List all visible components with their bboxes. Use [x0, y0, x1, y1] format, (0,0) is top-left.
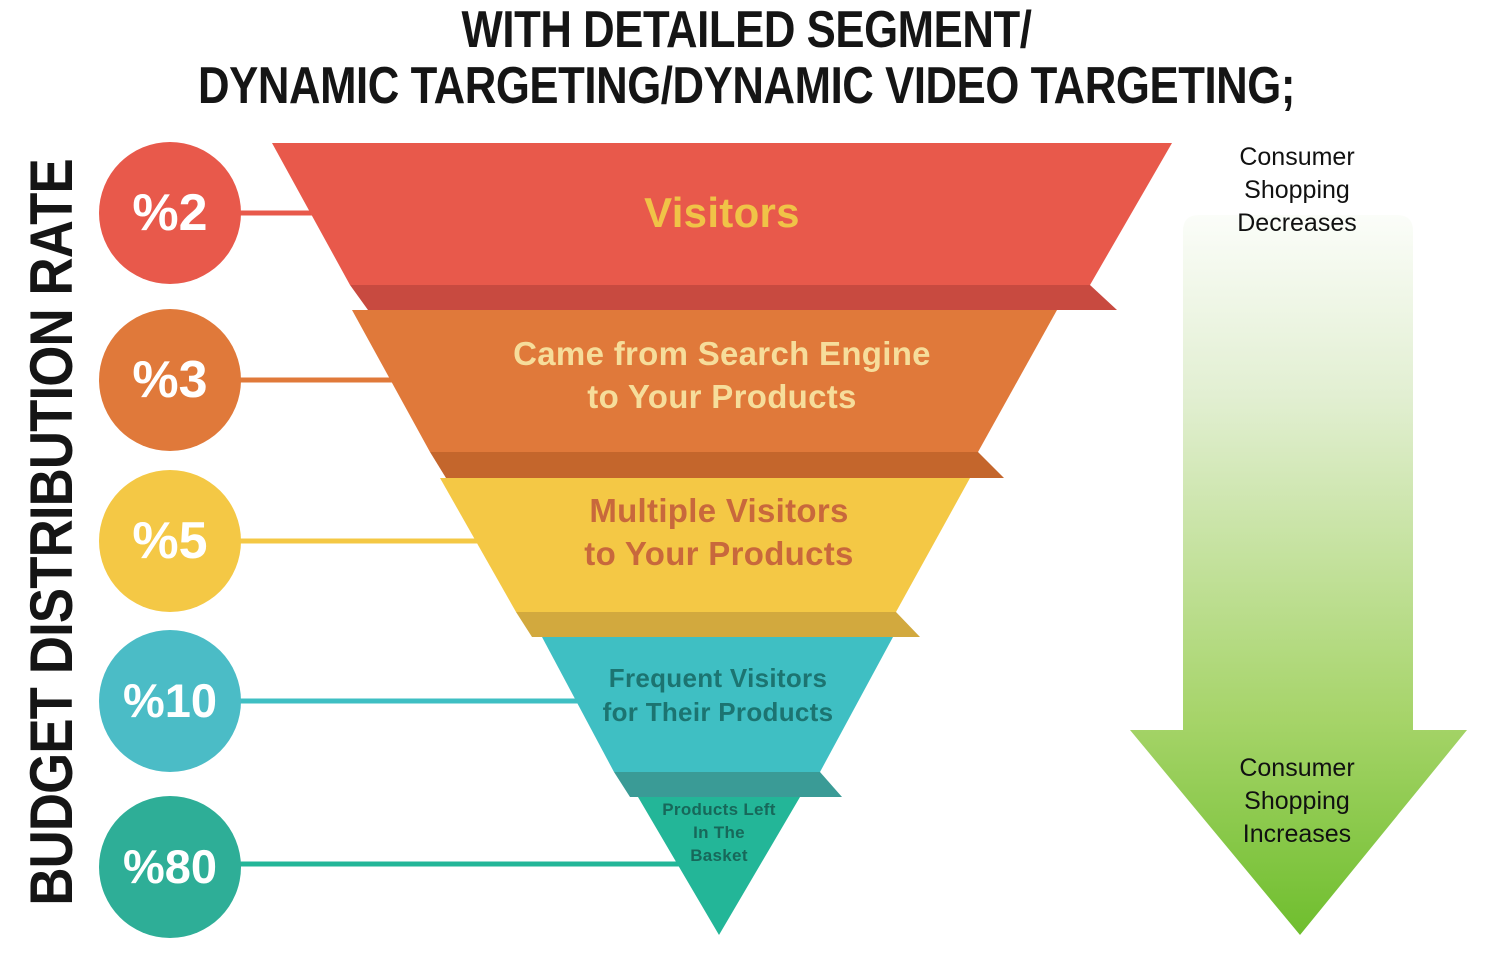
rate-value-frequent-visitors: %10	[122, 674, 218, 727]
rate-circle-multiple-visitors	[99, 470, 241, 612]
funnel-stage-frequent-visitors	[542, 637, 893, 772]
funnel-stage-multiple-visitors	[440, 478, 970, 612]
rate-value-visitors: %2	[132, 184, 208, 242]
budget-distribution-rate-label: BUDGET DISTRIBUTION RATE	[18, 159, 85, 906]
funnel-stage-basket	[638, 797, 800, 935]
rate-value-multiple-visitors: %5	[132, 512, 208, 570]
consumer-shopping-arrow	[1130, 215, 1467, 935]
funnel-shadow-2	[430, 452, 1004, 478]
stage-label-frequent-visitors: Frequent Visitors for Their Products	[602, 663, 834, 727]
stage-label-visitors: Visitors	[644, 189, 800, 236]
stage-label-basket: Products Left In The Basket	[662, 800, 776, 865]
consumer-shopping-increases-label: Consumer Shopping Increases	[1239, 754, 1355, 848]
funnel-stage-visitors	[272, 143, 1172, 285]
funnel-stage-search-engine	[352, 310, 1057, 452]
stage-label-search-engine: Came from Search Engine to Your Products	[513, 335, 931, 415]
rate-circle-visitors	[99, 142, 241, 284]
stage-label-multiple-visitors: Multiple Visitors to Your Products	[584, 492, 854, 572]
funnel-shadow-3	[516, 612, 920, 637]
consumer-shopping-decreases-label: Consumer Shopping Decreases	[1237, 143, 1357, 237]
funnel-shadow-1	[350, 285, 1117, 310]
rate-circle-search-engine	[99, 309, 241, 451]
rate-value-basket: %80	[122, 840, 218, 893]
rate-circle-frequent-visitors	[99, 630, 241, 772]
funnel-shadow-4	[614, 772, 842, 797]
page-title: WITH DETAILED SEGMENT/ DYNAMIC TARGETING…	[197, 1, 1295, 116]
rate-circle-basket	[99, 796, 241, 938]
rate-value-search-engine: %3	[132, 351, 208, 409]
